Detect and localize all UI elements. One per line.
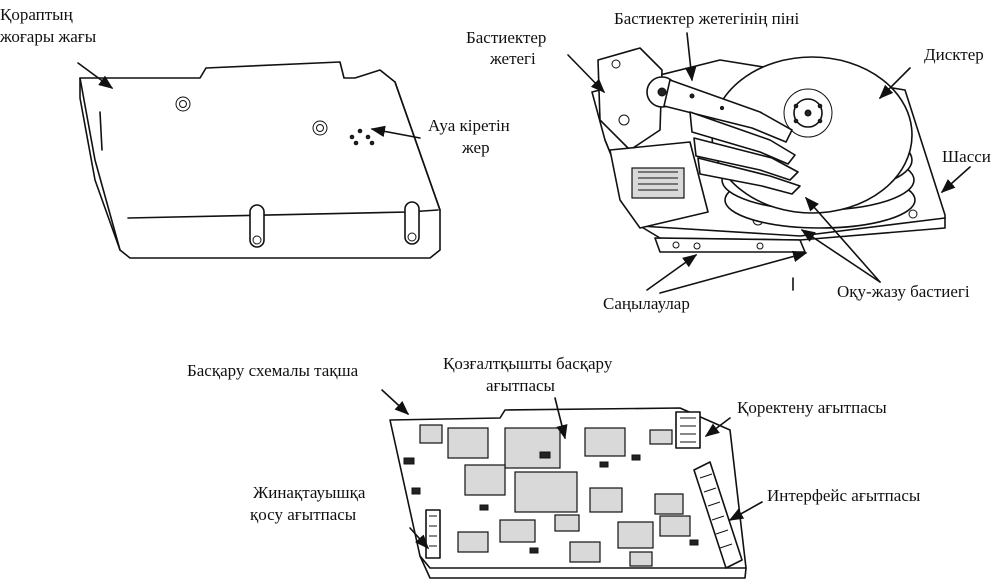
control-board <box>389 407 747 579</box>
label-head-actuator-line1: Бастиектер <box>466 28 547 47</box>
label-case-top-line1: Қораптың <box>0 5 73 24</box>
label-power-connector: Қоректену ағытпасы <box>737 398 887 417</box>
label-chassis: Шасси <box>942 147 991 166</box>
label-drive-connector-line1: Жинақтауышқа <box>253 483 366 502</box>
label-drive-connector-line2: қосу ағытпасы <box>250 505 357 524</box>
label-holes: Саңылаулар <box>603 294 690 313</box>
label-read-write-head: Оқу-жазу бастиегі <box>837 282 970 301</box>
label-air-inlet-line1: Ауа кіретін <box>428 116 510 135</box>
label-actuator-axis: Бастиектер жетегінің піні <box>614 9 800 28</box>
label-air-inlet-line2: жер <box>462 138 490 157</box>
label-motor-connector-line1: Қозғалтқышты басқару <box>443 354 613 373</box>
label-control-board: Басқару схемалы тақша <box>187 361 359 380</box>
label-disks: Дисктер <box>924 45 984 64</box>
open-hard-disk <box>591 47 946 253</box>
label-interface-connector: Интерфейс ағытпасы <box>767 486 921 505</box>
case-cover <box>79 61 441 259</box>
label-motor-connector-line2: ағытпасы <box>486 376 555 395</box>
label-head-actuator-line2: жетегі <box>490 49 536 68</box>
label-case-top-line2: жоғары жағы <box>0 27 97 46</box>
